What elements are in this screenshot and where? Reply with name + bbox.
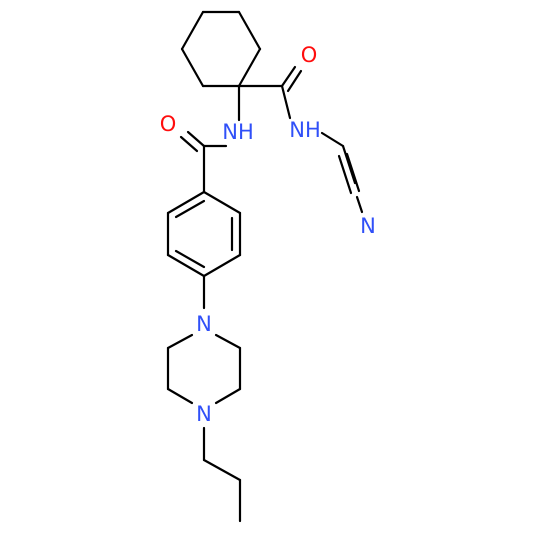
benzamide-nh-label: NH xyxy=(222,120,254,144)
bond xyxy=(341,144,357,185)
bond xyxy=(237,10,262,51)
bond xyxy=(174,199,206,219)
bond xyxy=(179,135,199,153)
piperazine-n2-label: N xyxy=(196,402,212,426)
bond xyxy=(320,131,345,148)
cyanomethyl-amide xyxy=(237,65,364,214)
piperazine-ring xyxy=(166,333,242,405)
bond xyxy=(166,333,194,350)
bond xyxy=(355,195,364,214)
bond xyxy=(174,249,206,269)
bond xyxy=(180,47,205,88)
bond xyxy=(337,154,353,195)
bond xyxy=(286,69,303,93)
benzene-ring xyxy=(166,190,242,310)
bond xyxy=(166,253,206,278)
bond xyxy=(345,152,361,193)
bond xyxy=(280,84,292,120)
bond xyxy=(180,10,205,51)
bond xyxy=(214,387,242,405)
bond xyxy=(214,333,242,350)
bond xyxy=(202,458,242,482)
bond xyxy=(237,47,262,88)
amide-nh-label: NH xyxy=(289,118,321,142)
bond xyxy=(166,387,194,405)
bond xyxy=(280,65,297,88)
bond xyxy=(166,190,206,215)
propyl-chain xyxy=(202,426,242,523)
cyclohexane-ring xyxy=(180,10,262,88)
bond xyxy=(202,190,242,215)
nitrile-n-label: N xyxy=(360,214,376,238)
benzamide-linkage xyxy=(179,84,241,194)
piperazine-n1-label: N xyxy=(196,312,212,336)
amide-oxygen-label: O xyxy=(301,43,318,67)
benzamide-oxygen-label: O xyxy=(160,112,177,136)
bond xyxy=(202,253,242,278)
bond xyxy=(186,130,206,148)
